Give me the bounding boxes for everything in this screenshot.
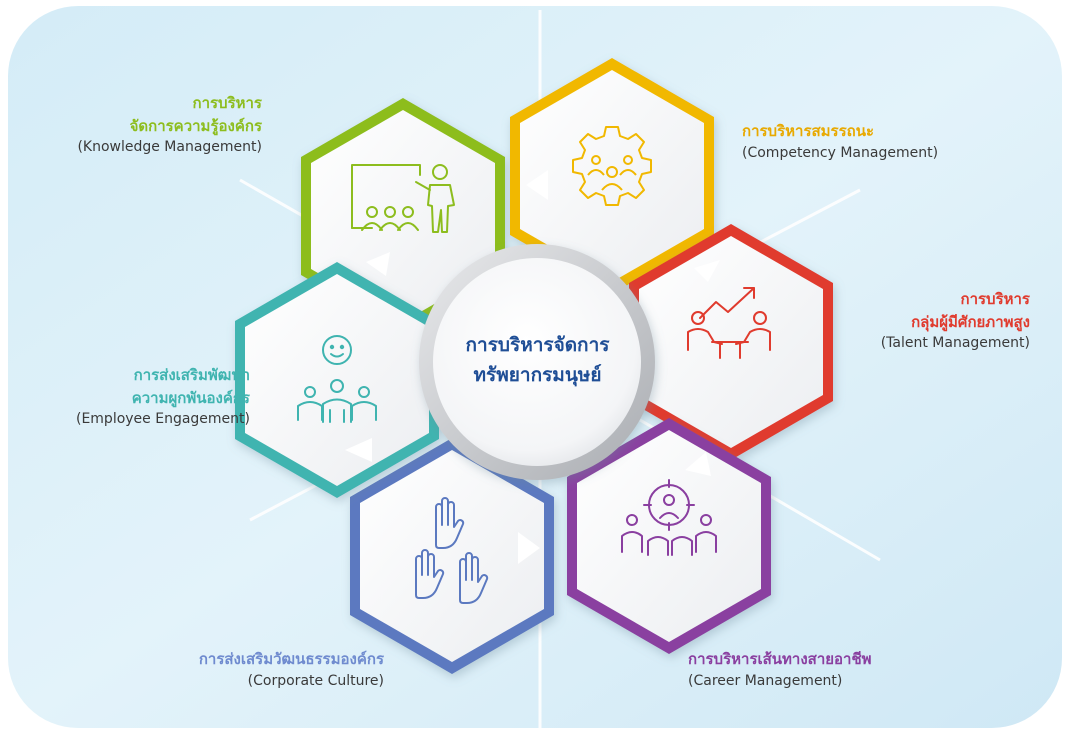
talent-management-english: (Talent Management) (880, 335, 1030, 351)
center-title-line-1: การบริหารจัดการ (465, 334, 610, 356)
corporate-culture-thai: การส่งเสริมวัฒนธรรมองค์กร (198, 650, 384, 668)
center-circle (419, 244, 655, 480)
target-team-icon (621, 479, 717, 556)
arrow-pointer (345, 438, 372, 462)
talent-management-thai-line-1: การบริหาร (960, 290, 1030, 308)
center-title-line-2: ทรัพยากรมนุษย์ (473, 364, 602, 387)
knowledge-management-thai-line-2: จัดการความรู้องค์กร (129, 116, 262, 135)
flow-arrows (345, 170, 720, 564)
knowledge-management-thai-line-1: การบริหาร (192, 94, 262, 112)
employee-engagement-thai-line-2: ความผูกพันองค์กร (131, 388, 250, 407)
presentation-icon (351, 164, 455, 233)
arrow-pointer (526, 170, 548, 200)
arrow-pointer (518, 532, 540, 564)
arrow-pointer (694, 260, 720, 282)
competency-management-label: การบริหารสมรรถนะ (Competency Management) (742, 120, 1022, 164)
talent-management-label: การบริหาร กลุ่มผู้มีศักยภาพสูง (Talent M… (780, 288, 1030, 354)
employee-engagement-label: การส่งเสริมพัฒนา ความผูกพันองค์กร (Emplo… (10, 364, 250, 430)
knowledge-management-label: การบริหาร จัดการความรู้องค์กร (Knowledge… (30, 92, 262, 158)
raised-hands-icon (415, 497, 489, 604)
career-management-hexagon (567, 418, 771, 654)
career-management-english: (Career Management) (688, 672, 843, 689)
corporate-culture-english: (Corporate Culture) (247, 672, 384, 689)
corporate-culture-label: การส่งเสริมวัฒนธรรมองค์กร (Corporate Cul… (100, 648, 384, 692)
talent-management-thai-line-2: กลุ่มผู้มีศักยภาพสูง (911, 312, 1030, 331)
arrow-pointer (685, 452, 711, 476)
center-title: การบริหารจัดการ ทรัพยากรมนุษย์ (420, 330, 655, 391)
knowledge-management-english: (Knowledge Management) (77, 139, 262, 155)
career-management-thai: การบริหารเส้นทางสายอาชีพ (688, 650, 872, 668)
employee-engagement-thai-line-1: การส่งเสริมพัฒนา (133, 366, 250, 384)
career-management-label: การบริหารเส้นทางสายอาชีพ (Career Managem… (688, 648, 988, 692)
growth-chart-team-icon (687, 287, 771, 359)
competency-management-thai: การบริหารสมรรถนะ (742, 122, 875, 140)
employee-engagement-english: (Employee Engagement) (75, 411, 250, 427)
smiley-team-icon (297, 335, 377, 423)
competency-management-english: (Competency Management) (742, 144, 939, 161)
gear-team-icon (572, 126, 652, 206)
arrow-pointer (366, 252, 390, 276)
corporate-culture-hexagon (350, 438, 554, 674)
